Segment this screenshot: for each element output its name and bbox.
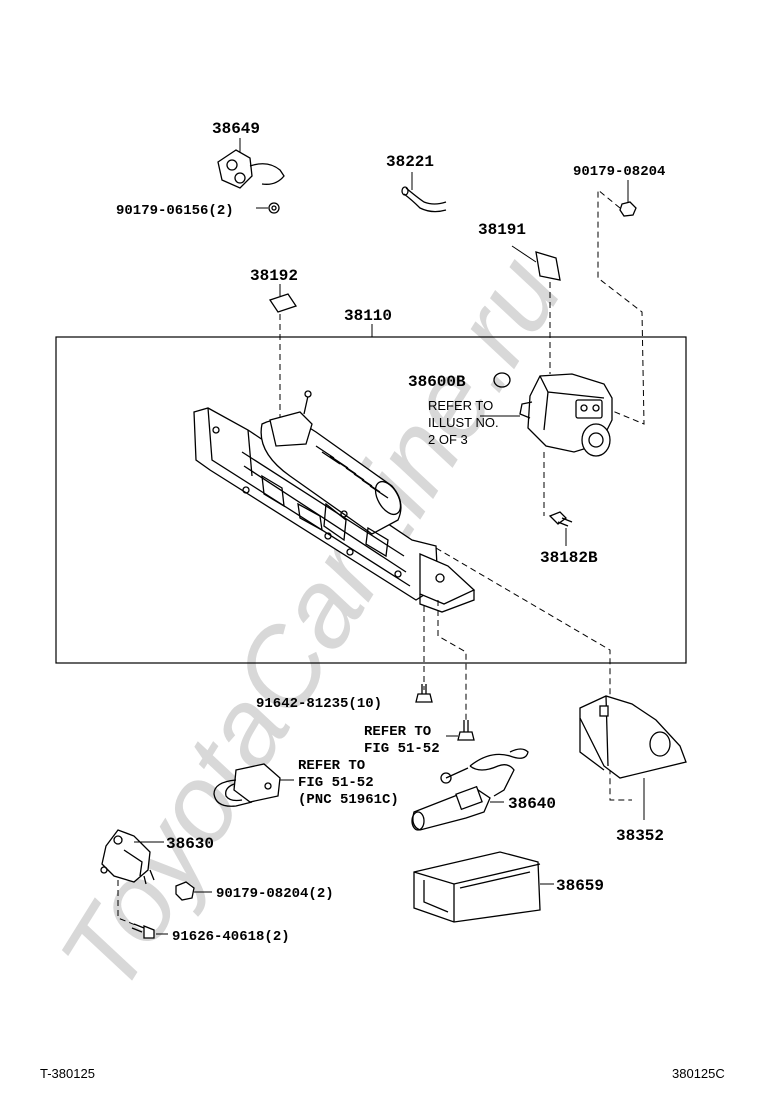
nut-90179-08204-top-drawing xyxy=(619,201,637,217)
relay-38630-drawing xyxy=(100,829,155,885)
label-38600B: 38600B xyxy=(408,373,466,391)
label-38192: 38192 xyxy=(250,267,298,285)
case-38659-drawing xyxy=(413,851,541,923)
ref-fig2-line2: FIG 51-52 xyxy=(298,775,374,791)
tag-38192-drawing xyxy=(268,293,298,313)
bolt-91626-40618-drawing xyxy=(131,923,155,939)
label-38640: 38640 xyxy=(508,795,556,813)
label-38182B: 38182B xyxy=(540,549,598,567)
tag-38191-drawing xyxy=(535,251,561,281)
actuator-motor-drawing xyxy=(519,373,613,457)
ref-illust-line2: ILLUST NO. xyxy=(428,415,499,430)
bracket-38352-drawing xyxy=(579,695,687,779)
remote-switch-38640-drawing xyxy=(411,748,529,831)
ref-illust-line1: REFER TO xyxy=(428,398,493,413)
bolt-38182B-drawing xyxy=(548,511,573,527)
label-38110: 38110 xyxy=(344,307,392,325)
footer-left-code: T-380125 xyxy=(40,1066,95,1081)
ref-illust-line3: 2 OF 3 xyxy=(428,432,468,447)
bolt-fig51-52-drawing xyxy=(457,720,475,741)
label-38630: 38630 xyxy=(166,835,214,853)
label-38649: 38649 xyxy=(212,120,260,138)
bolt-91642-81235-drawing xyxy=(415,684,433,703)
label-90179-08204-top: 90179-08204 xyxy=(573,164,665,180)
assembly-frame-box xyxy=(55,336,687,664)
label-38352: 38352 xyxy=(616,827,664,845)
label-38191: 38191 xyxy=(478,221,526,239)
clip-38649-drawing xyxy=(217,149,285,214)
label-91642-81235: 91642-81235(10) xyxy=(256,696,382,712)
o-ring-38600B-drawing xyxy=(493,372,511,388)
winch-assembly-38110-drawing xyxy=(193,390,476,613)
label-38659: 38659 xyxy=(556,877,604,895)
ref-fig2-line3: (PNC 51961C) xyxy=(298,792,399,808)
label-90179-08204-bottom: 90179-08204(2) xyxy=(216,886,334,902)
ref-fig1-line1: REFER TO xyxy=(364,724,431,740)
hose-38221-drawing xyxy=(401,186,447,213)
label-38221: 38221 xyxy=(386,153,434,171)
ref-fig1-line2: FIG 51-52 xyxy=(364,741,440,757)
label-90179-06156: 90179-06156(2) xyxy=(116,203,234,219)
footer-right-code: 380125C xyxy=(672,1066,725,1081)
nut-90179-08204-bottom-drawing xyxy=(175,881,195,901)
ref-fig2-line1: REFER TO xyxy=(298,758,365,774)
label-91626-40618: 91626-40618(2) xyxy=(172,929,290,945)
bracket-pnc-51961c-drawing xyxy=(213,763,281,807)
